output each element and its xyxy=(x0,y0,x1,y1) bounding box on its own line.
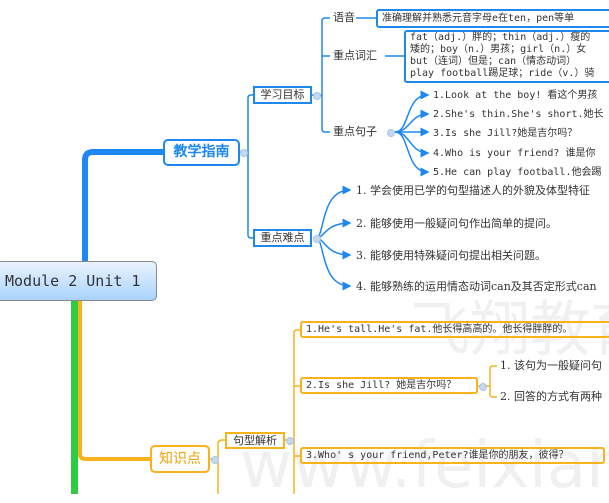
difficulty-item[interactable]: 3. 能够使用特殊疑问句提出相关问题。 xyxy=(356,249,546,262)
guide-node[interactable]: 教学指南 xyxy=(163,139,240,166)
pattern-item[interactable]: 3.Who' s your friend,Peter?谁是你的朋友，彼得？ xyxy=(300,447,605,464)
collapse-toggle-icon[interactable] xyxy=(211,456,219,464)
sentences-node[interactable]: 重点句子 xyxy=(333,125,377,138)
watermark-logo: 飞翔教育 xyxy=(410,295,609,365)
pattern-item[interactable]: 2.Is she Jill? 她是吉尔吗？ xyxy=(300,377,478,394)
vocab-line: play football踢足球；ride（v.）骑 xyxy=(410,68,595,79)
pattern-sub-item[interactable]: 1. 该句为一般疑问句 xyxy=(500,359,602,372)
watermark-url: www.feixiang xyxy=(240,429,609,503)
phonics-text[interactable]: 准确理解并熟悉元音字母e在ten，pen等单 xyxy=(376,9,609,28)
pattern-item[interactable]: 1.He's tall.He's fat.他长得高高的。他长得胖胖的。 xyxy=(300,321,609,338)
vocab-text[interactable]: fat（adj.）胖的；thin（adj.）瘦的 矮的；boy（n.）男孩；gi… xyxy=(404,30,609,83)
difficulties-node[interactable]: 重点难点 xyxy=(253,229,312,247)
knowledge-node[interactable]: 知识点 xyxy=(150,445,210,473)
patterns-node[interactable]: 句型解析 xyxy=(225,432,285,449)
difficulty-item[interactable]: 2. 能够使用一般疑问句作出简单的提问。 xyxy=(356,217,557,230)
difficulty-item[interactable]: 4. 能够熟练的运用情态动词can及其否定形式can xyxy=(356,280,597,293)
sentence-item[interactable]: 5.He can play football.他会踢 xyxy=(433,167,602,178)
pattern-sub-item[interactable]: 2. 回答的方式有两种 xyxy=(500,390,602,403)
root-node[interactable]: Module 2 Unit 1 xyxy=(0,261,157,301)
vocab-line: fat（adj.）胖的；thin（adj.）瘦的 xyxy=(410,32,591,43)
collapse-toggle-icon[interactable] xyxy=(479,383,487,391)
vocab-node[interactable]: 重点词汇 xyxy=(333,49,377,62)
collapse-toggle-icon[interactable] xyxy=(313,235,321,243)
difficulty-item[interactable]: 1. 学会使用已学的句型描述人的外貌及体型特征 xyxy=(356,184,590,197)
sentence-item[interactable]: 2.She's thin.She's short.她长 xyxy=(433,109,604,120)
collapse-toggle-icon[interactable] xyxy=(286,437,294,445)
phonics-node[interactable]: 语音 xyxy=(333,11,355,24)
vocab-line: but（连词）但是；can（情态动词） xyxy=(410,56,577,67)
collapse-toggle-icon[interactable] xyxy=(387,129,395,137)
collapse-toggle-icon[interactable] xyxy=(240,149,248,157)
sentence-item[interactable]: 3.Is she Jill?她是吉尔吗？ xyxy=(433,128,578,139)
vocab-line: 矮的；boy（n.）男孩；girl（n.）女 xyxy=(410,44,587,55)
collapse-toggle-icon[interactable] xyxy=(313,92,321,100)
goals-node[interactable]: 学习目标 xyxy=(253,86,312,104)
sentence-item[interactable]: 1.Look at the boy! 看这个男孩 xyxy=(433,90,598,101)
branch-guide xyxy=(82,149,163,261)
branch-knowledge xyxy=(78,301,150,461)
sentence-item[interactable]: 4.Who is your friend? 谁是你 xyxy=(433,148,596,159)
